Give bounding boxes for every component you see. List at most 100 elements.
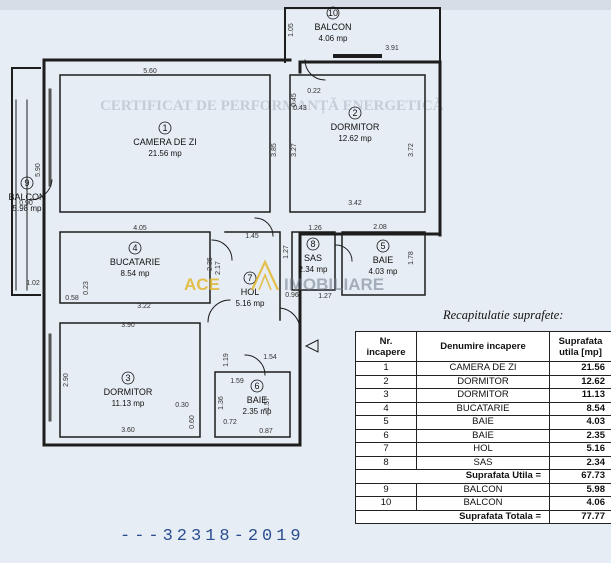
dimension-label: 0.45 (291, 93, 298, 107)
cell-area: 21.56 (549, 361, 611, 376)
room-area: 8.54 mp (121, 269, 150, 278)
watermark-imobiliare: IMOBILIARE (284, 275, 384, 294)
watermark-logo-icon (251, 259, 279, 291)
room-area: 11.13 mp (112, 399, 145, 408)
room-number-circle (348, 106, 362, 120)
room-number: 7 (247, 273, 252, 283)
cell-utila-label: Suprafata Utila = (355, 469, 550, 484)
cell-nr: 1 (355, 361, 417, 376)
table-header-row: Nr. incapere Denumire incapere Suprafata… (355, 331, 611, 362)
cell-nr: 10 (355, 496, 417, 511)
room-number: 1 (162, 123, 167, 133)
room-number-circle (243, 271, 257, 285)
room-area: 2.35 mp (243, 407, 272, 416)
dimension-label: 1.05 (288, 23, 295, 37)
room-name: BALCON (8, 192, 45, 202)
dimension-label: 0.23 (83, 281, 90, 295)
room-number: 3 (125, 373, 130, 383)
room-number: 2 (352, 108, 357, 118)
dimension-label: 3.42 (348, 200, 362, 207)
room-name: HOL (241, 287, 260, 297)
cell-name: BALCON (416, 482, 550, 497)
room-number: 8 (310, 239, 315, 249)
room-area: 5.98 mp (13, 204, 42, 213)
cell-name: SAS (416, 455, 550, 470)
dimension-label: 1.54 (263, 354, 277, 361)
room-area: 5.16 mp (236, 299, 265, 308)
cell-area: 4.03 (549, 415, 611, 430)
room-name: DORMITOR (104, 387, 153, 397)
dimension-label: 0.22 (307, 88, 321, 95)
cell-area: 5.16 (549, 442, 611, 457)
stamp-number: ---32318-2019 (120, 527, 305, 546)
dimension-label: 2.90 (63, 373, 70, 387)
cell-name: HOL (416, 442, 550, 457)
room-number-circle (20, 176, 34, 190)
cell-nr: 8 (355, 455, 417, 470)
entrance-arrow-icon (304, 339, 319, 353)
summary-title: Recapitulatie suprafete: (443, 308, 564, 322)
dimension-label: 1.36 (218, 396, 225, 410)
room-number-circle (376, 239, 390, 253)
room-number-circle (250, 379, 264, 393)
dimension-label: 3.72 (408, 143, 415, 157)
dimension-label: 0.72 (223, 419, 237, 426)
dimension-label: 0.90 (19, 200, 33, 207)
dimension-label: 5.90 (35, 163, 42, 177)
cell-area: 8.54 (549, 401, 611, 416)
dimension-label: 0.30 (175, 402, 189, 409)
dimension-label: 0.60 (189, 415, 196, 429)
cell-nr: 6 (355, 428, 417, 443)
dimension-labels: 5.603.854.052.173.220.580.231.023.903.60… (19, 23, 415, 435)
room-name: BUCATARIE (110, 257, 160, 267)
room-number-circle (306, 237, 320, 251)
room-area: 12.62 mp (338, 134, 372, 143)
room-name: BALCON (314, 22, 351, 32)
dimension-label: 5.60 (143, 68, 157, 75)
room-number: 5 (380, 241, 385, 251)
cell-name: DORMITOR (416, 374, 550, 389)
dimension-label: 1.19 (223, 353, 230, 367)
room-area: 4.06 mp (319, 34, 348, 43)
room-number-circle (326, 6, 340, 20)
summary-table: Nr. incapere Denumire incapere Suprafata… (355, 331, 611, 524)
dimension-label: 0.87 (259, 428, 273, 435)
cell-area: 2.35 (549, 428, 611, 443)
dimension-label: 0.96 (285, 292, 299, 299)
room-name: BAIE (247, 395, 268, 405)
room-name: DORMITOR (331, 122, 380, 132)
cell-name: BALCON (416, 496, 550, 511)
watermark-ace: ACE (184, 275, 220, 294)
cell-area: 5.98 (549, 482, 611, 497)
cell-area: 12.62 (549, 374, 611, 389)
dimension-label: 3.90 (121, 322, 135, 329)
cell-total-label: Suprafata Totala = (355, 509, 550, 524)
dimension-label: 2.08 (373, 224, 387, 231)
dimension-label: 3.60 (121, 427, 135, 434)
cell-area: 4.06 (549, 496, 611, 511)
room-number: 6 (254, 381, 259, 391)
cell-name: BAIE (416, 428, 550, 443)
room-name: CAMERA DE ZI (133, 137, 197, 147)
cell-nr: 7 (355, 442, 417, 457)
table-row: Suprafata Utila =67.73 (355, 469, 611, 484)
dimension-label: 3.27 (291, 143, 298, 157)
dimension-label: 0.43 (293, 105, 307, 112)
room-number: 10 (328, 8, 338, 18)
cell-nr: 3 (355, 388, 417, 403)
background-header-text: CERTIFICAT DE PERFORMANȚĂ ENERGETICĂ (100, 97, 444, 114)
dimension-label: 1.27 (283, 245, 290, 259)
dimension-label: 1.02 (26, 280, 40, 287)
room-area: 21.56 mp (148, 149, 182, 158)
header-name: Denumire incapere (416, 331, 550, 362)
dimension-label: 2.17 (215, 261, 222, 275)
room-area: 4.03 mp (369, 267, 398, 276)
